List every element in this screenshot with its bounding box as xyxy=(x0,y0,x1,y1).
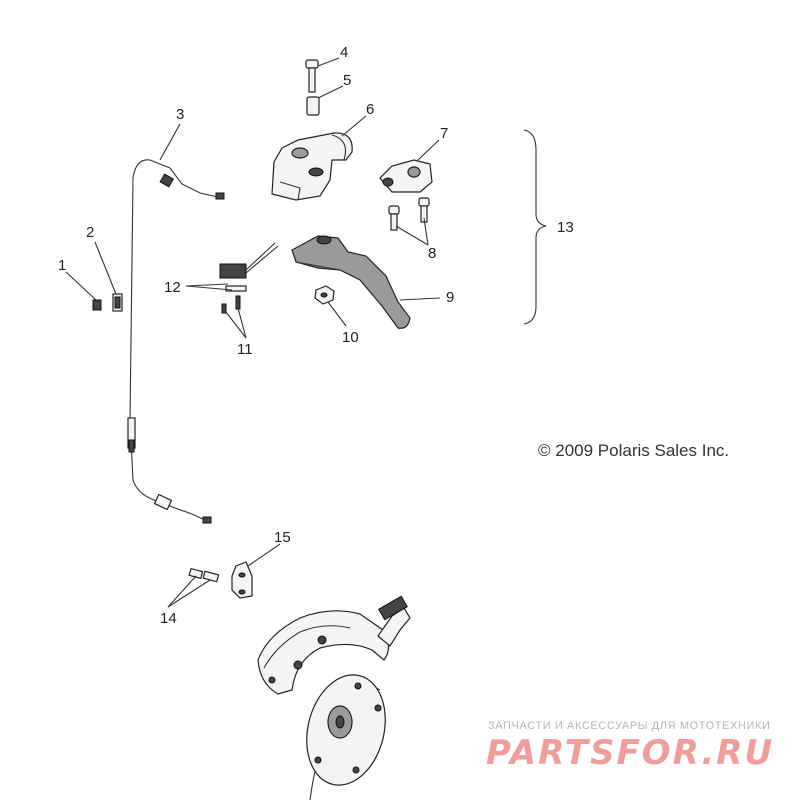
part-clamp-cap xyxy=(379,159,433,193)
callout-2: 2 xyxy=(86,224,94,241)
part-bolt xyxy=(305,59,319,93)
part-bushing xyxy=(306,96,320,116)
part-mount-bolts xyxy=(188,567,220,583)
callout-4: 4 xyxy=(340,44,348,61)
callout-8: 8 xyxy=(428,245,436,262)
callout-15: 15 xyxy=(274,529,291,546)
part-brake-drum-assembly xyxy=(257,595,411,801)
part-cable xyxy=(127,159,225,524)
callout-11: 11 xyxy=(237,341,253,358)
callout-7: 7 xyxy=(440,125,448,142)
callout-1: 1 xyxy=(58,257,66,274)
leader-lines xyxy=(65,57,441,608)
callout-14: 14 xyxy=(160,610,177,627)
part-clip xyxy=(92,299,102,311)
watermark-logo: PARTSFOR.RU xyxy=(486,733,775,773)
callout-10: 10 xyxy=(342,329,359,346)
watermark-tagline: ЗАПЧАСТИ И АКСЕССУАРЫ ДЛЯ МОТОТЕХНИКИ xyxy=(488,720,771,732)
part-mount-bracket xyxy=(231,561,253,599)
part-nut xyxy=(314,285,335,305)
part-clamp-housing xyxy=(271,132,353,201)
copyright-notice: © 2009 Polaris Sales Inc. xyxy=(538,441,730,460)
callout-13: 13 xyxy=(557,219,574,236)
callout-5: 5 xyxy=(343,72,351,89)
callout-6: 6 xyxy=(366,101,374,118)
callout-3: 3 xyxy=(176,106,184,123)
part-cable-clamp xyxy=(112,293,123,312)
callout-9: 9 xyxy=(446,289,454,306)
part-screws xyxy=(388,197,430,231)
callout-labels: 1 2 3 4 5 6 7 8 9 10 11 12 13 14 15 xyxy=(58,44,574,627)
part-brake-switch xyxy=(219,242,279,314)
callout-12: 12 xyxy=(164,279,181,296)
bracket-13 xyxy=(523,129,547,325)
part-lever xyxy=(291,235,411,329)
